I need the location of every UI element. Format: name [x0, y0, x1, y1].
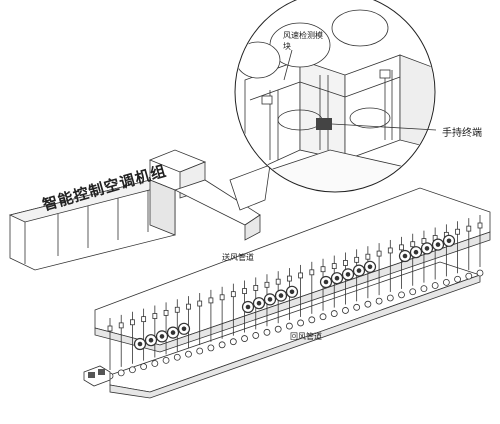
diffuser-icon: [330, 310, 338, 317]
damper-valve-icon: [410, 241, 416, 248]
damper-valve-icon: [253, 285, 259, 291]
fan-hub-icon: [323, 279, 329, 285]
fan-hub-icon: [278, 293, 284, 298]
diffuser-icon: [342, 307, 349, 314]
diffuser-icon: [263, 328, 271, 336]
damper-valve-icon: [141, 316, 147, 323]
diffuser-icon: [319, 313, 327, 321]
fan-hub-icon: [137, 341, 143, 347]
fan-hub-icon: [446, 238, 452, 244]
diffuser-icon: [476, 269, 484, 277]
diffuser-icon: [173, 353, 181, 361]
damper-valve-icon: [174, 306, 180, 313]
handheld-device-icon: [83, 365, 111, 387]
diffuser-icon: [442, 278, 450, 286]
diffuser-icon: [185, 350, 192, 358]
supply-duct: [94, 187, 491, 353]
diffuser-icon: [431, 282, 439, 289]
fan-hub-icon: [413, 249, 419, 255]
damper-valve-icon: [399, 244, 404, 251]
diffuser-icon: [386, 294, 394, 302]
damper-valve-icon: [343, 260, 348, 266]
damper-valve-icon: [286, 275, 292, 282]
diffuser-icon: [241, 335, 248, 342]
diffuser-icon: [218, 341, 226, 349]
return-duct: [109, 261, 482, 399]
diffuser-icon: [140, 363, 148, 371]
return-duct-label: 回风管道: [290, 332, 322, 341]
damper-valve-icon: [197, 300, 203, 307]
diffuser-icon: [274, 325, 282, 333]
diffuser-icon: [285, 322, 293, 330]
fan-hub-icon: [402, 253, 408, 259]
diffuser-icon: [129, 366, 136, 374]
diffuser-icon: [353, 303, 361, 311]
diffuser-icon: [207, 344, 215, 352]
damper-valve-icon: [163, 309, 169, 316]
damper-valve-icon: [455, 228, 460, 235]
speed-module-label: 风速检测模块: [283, 31, 323, 51]
ac-unit: [8, 149, 207, 271]
fan-units: [133, 234, 456, 351]
diffuser-icon: [229, 338, 237, 346]
diffuser-icon: [297, 319, 305, 327]
diffuser-icon: [375, 297, 383, 305]
fan-hub-icon: [170, 330, 176, 335]
diffuser-icon: [308, 316, 316, 324]
damper-valve-icon: [376, 250, 382, 257]
fan-hub-icon: [356, 268, 362, 273]
damper-valve-icon: [186, 303, 191, 310]
fan-hub-icon: [367, 264, 373, 270]
fan-hub-icon: [334, 275, 340, 281]
diffuser-icon: [465, 272, 473, 280]
fan-hub-icon: [256, 300, 262, 306]
damper-valve-icon: [387, 247, 393, 254]
supply-duct-label: 送风管道: [222, 253, 254, 262]
damper-valve-icon: [208, 297, 214, 304]
damper-valve-icon: [466, 225, 472, 232]
diffuser-icon: [454, 275, 461, 283]
diffuser-icon: [409, 288, 417, 296]
damper-valve-icon: [477, 222, 483, 229]
fan-hub-icon: [289, 289, 295, 295]
diffuser-icon: [151, 360, 159, 367]
damper-valve-icon: [320, 266, 326, 273]
damper-valve-icon: [242, 288, 247, 294]
damper-valve-icon: [298, 272, 304, 279]
diffuser-icon: [117, 369, 125, 377]
damper-valve-icon: [365, 253, 371, 260]
fan-hub-icon: [345, 272, 351, 277]
diffuser-icon: [420, 285, 428, 293]
damper-valve-icon: [152, 313, 158, 319]
diffuser-icon: [196, 347, 204, 355]
damper-valve-icon: [130, 319, 135, 326]
fan-hub-icon: [159, 334, 165, 339]
damper-valve-icon: [309, 269, 315, 276]
fan-hub-icon: [181, 326, 187, 332]
damper-valve-icon: [354, 256, 360, 263]
fan-hub-icon: [245, 304, 251, 310]
leader-lines: [283, 49, 437, 131]
magnifier-circle: [234, 0, 436, 193]
damper-valve-icon: [118, 322, 124, 329]
fan-hub-icon: [424, 246, 430, 251]
damper-valve-icon: [331, 263, 337, 269]
damper-valve-icon: [107, 325, 113, 332]
damper-valve-icon: [264, 281, 270, 288]
diffuser-icon: [252, 332, 260, 339]
fan-hub-icon: [267, 297, 273, 302]
damper-valve-icon: [219, 294, 225, 301]
fan-hub-icon: [148, 337, 154, 343]
diffuser-icon: [162, 356, 170, 364]
diffuser-icon: [364, 300, 372, 308]
connector-duct: [173, 164, 271, 241]
damper-valve-icon: [230, 291, 236, 298]
handheld-terminal-label: 手持终端: [442, 128, 482, 139]
fan-hub-icon: [435, 242, 441, 247]
diffuser-icon: [398, 291, 405, 299]
damper-valve-icon: [275, 278, 281, 285]
